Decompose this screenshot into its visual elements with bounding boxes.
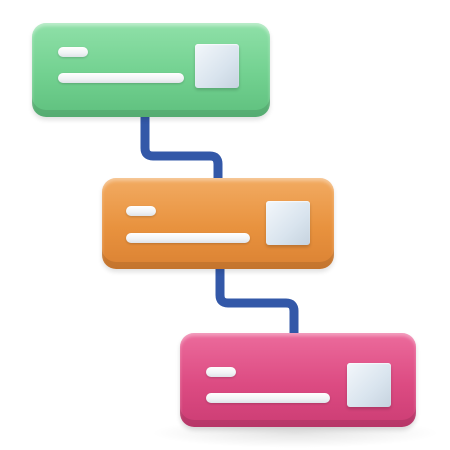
text-line-short bbox=[58, 47, 88, 57]
flow-node-3 bbox=[180, 333, 416, 427]
text-line-short bbox=[206, 367, 236, 377]
image-placeholder-icon bbox=[266, 201, 310, 245]
image-placeholder-icon bbox=[195, 44, 239, 88]
image-placeholder-icon bbox=[347, 363, 391, 407]
connector-bottom bbox=[215, 261, 299, 342]
flow-node-1 bbox=[32, 23, 270, 117]
text-line-long bbox=[126, 233, 250, 243]
text-line-short bbox=[126, 206, 156, 216]
text-line-long bbox=[58, 73, 184, 83]
flow-node-2 bbox=[102, 178, 334, 269]
text-line-long bbox=[206, 393, 330, 403]
connector-top bbox=[140, 110, 223, 187]
